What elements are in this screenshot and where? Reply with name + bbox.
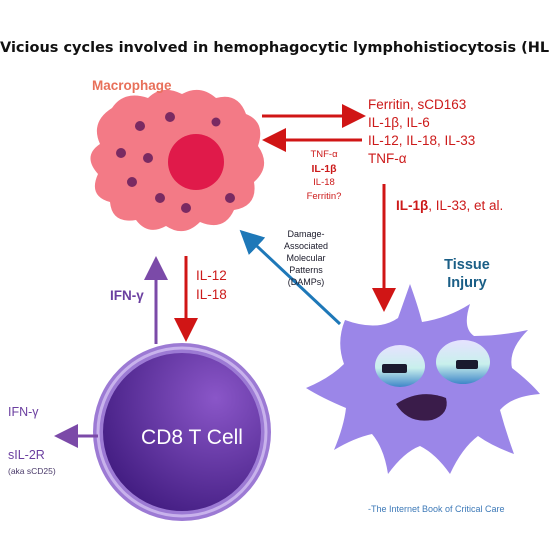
macrophage-label: Macrophage bbox=[92, 78, 172, 93]
tcell-output-sil2r: sIL-2R bbox=[8, 448, 45, 462]
tissue-signal-rest: , IL-33, et al. bbox=[428, 198, 504, 213]
mouth-icon bbox=[396, 394, 447, 421]
cytokine-item: IL-18 bbox=[313, 177, 335, 188]
right-eye-icon bbox=[436, 340, 490, 384]
cd8-label: CD8 T Cell bbox=[141, 426, 243, 449]
tissue-signal-label: IL-1β, IL-33, et al. bbox=[396, 198, 503, 213]
cytokine-item: IL-18 bbox=[196, 287, 227, 302]
tcell-output-ifn: IFN-γ bbox=[8, 405, 39, 419]
tissue-signal-bold: IL-1β bbox=[396, 198, 429, 213]
macrophage-outputs-list: Ferritin, sCD163 IL-1β, IL-6 IL-12, IL-1… bbox=[368, 96, 475, 168]
output-item: Ferritin, sCD163 bbox=[368, 97, 467, 112]
tissue-to-macrophage-list: TNF-α IL-1β IL-18 Ferritin? bbox=[296, 148, 352, 204]
damps-line: Damage- bbox=[287, 229, 325, 239]
damps-line: (DAMPs) bbox=[287, 277, 325, 287]
tcell-output-aka: (aka sCD25) bbox=[8, 466, 56, 476]
tissue-label-line: Tissue bbox=[444, 257, 490, 273]
damps-label: Damage- Associated Molecular Patterns (D… bbox=[250, 228, 362, 288]
cytokine-item: TNF-α bbox=[310, 149, 338, 160]
macrophage-to-tcell-list: IL-12 IL-18 bbox=[196, 266, 227, 304]
tissue-injury-cell bbox=[306, 284, 540, 474]
damps-line: Patterns bbox=[289, 265, 323, 275]
tcell-to-macrophage-label: IFN-γ bbox=[110, 288, 144, 303]
output-item: IL-12, IL-18, IL-33 bbox=[368, 133, 476, 148]
cytokine-item: IL-12 bbox=[196, 268, 227, 283]
tissue-label-line: Injury bbox=[447, 275, 487, 291]
macrophage-cell bbox=[90, 89, 265, 232]
credit-text: -The Internet Book of Critical Care bbox=[368, 504, 505, 514]
output-item: TNF-α bbox=[368, 151, 407, 166]
output-item: IL-1β, IL-6 bbox=[368, 115, 430, 130]
damps-line: Molecular bbox=[286, 253, 326, 263]
cytokine-item: Ferritin? bbox=[306, 191, 342, 202]
cytokine-item: IL-1β bbox=[311, 163, 337, 175]
left-eye-icon bbox=[375, 345, 425, 387]
arrow-damps bbox=[239, 229, 342, 326]
cd8-t-cell bbox=[93, 343, 271, 521]
tissue-injury-label: Tissue Injury bbox=[432, 256, 502, 292]
damps-line: Associated bbox=[283, 241, 329, 251]
figure-title: Vicious cycles involved in hemophagocyti… bbox=[0, 40, 550, 56]
